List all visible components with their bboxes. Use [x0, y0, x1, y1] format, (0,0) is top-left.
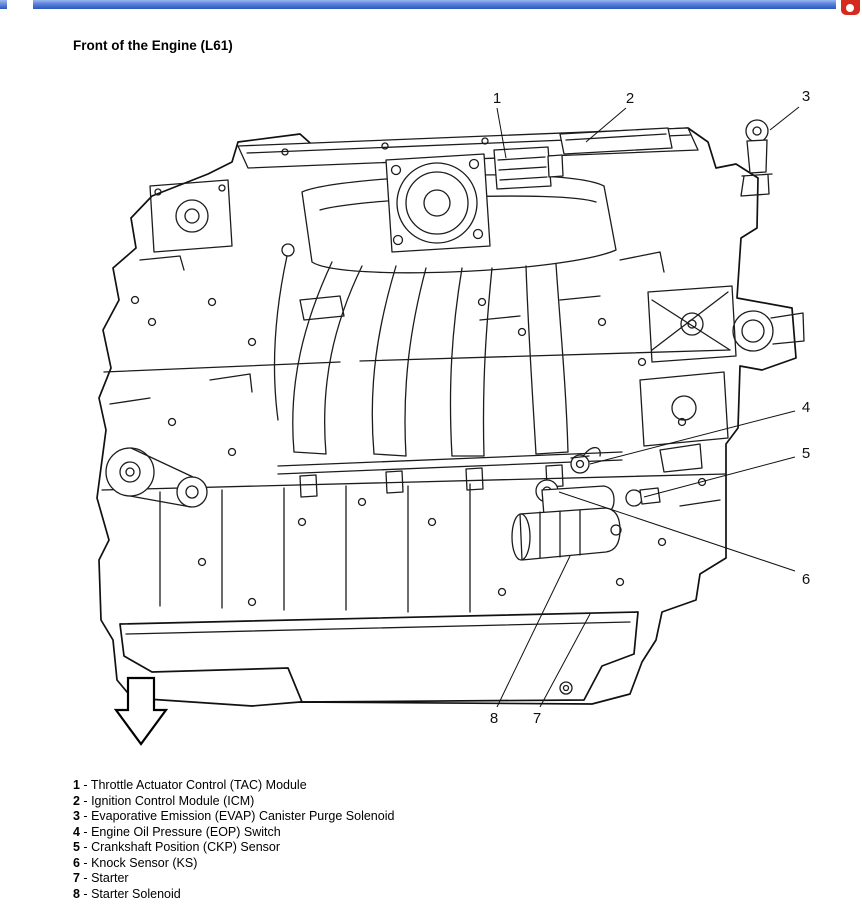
- fuel-rail: [277, 451, 623, 498]
- throttle-body: [385, 153, 491, 253]
- icm-module: [559, 127, 673, 155]
- tac-module: [493, 146, 564, 190]
- callout-5: 5: [802, 445, 810, 462]
- legend-item-number: 2: [73, 793, 80, 808]
- red-app-icon: [841, 0, 860, 15]
- legend-item-label: Evaporative Emission (EVAP) Canister Pur…: [91, 809, 395, 823]
- callout-leader-lines: [496, 106, 800, 708]
- legend-item-label: Throttle Actuator Control (TAC) Module: [90, 778, 307, 792]
- legend-item-5: 5 - Crankshaft Position (CKP) Sensor: [73, 840, 394, 856]
- callout-numbers: 1 2 3 4 5 6 7 8: [490, 88, 810, 727]
- coolant-outlet: [732, 310, 805, 352]
- legend-separator: -: [79, 855, 92, 870]
- legend-item-number: 1: [73, 778, 80, 792]
- red-app-icon-glyph: [846, 4, 854, 12]
- callout-8: 8: [490, 710, 498, 727]
- left-accessory: [149, 179, 295, 421]
- engine-block-outline: [96, 127, 797, 707]
- legend-item-label: Starter: [91, 871, 129, 885]
- front-direction-arrow-icon: [113, 676, 169, 746]
- legend-item-2: 2 - Ignition Control Module (ICM): [73, 794, 394, 810]
- accessory-bracket: [647, 285, 737, 363]
- legend-separator: -: [79, 809, 92, 823]
- legend-item-number: 5: [73, 840, 80, 854]
- legend-item-number: 3: [73, 809, 80, 823]
- legend-item-label: Engine Oil Pressure (EOP) Switch: [91, 824, 281, 839]
- legend-item-8: 8 - Starter Solenoid: [73, 887, 394, 903]
- legend-separator: -: [79, 793, 92, 808]
- ckp-sensor: [625, 487, 661, 507]
- legend-item-4: 4 - Engine Oil Pressure (EOP) Switch: [73, 825, 394, 841]
- callout-6: 6: [802, 571, 810, 588]
- page-title: Front of the Engine (L61): [73, 38, 233, 53]
- legend-item-1: 1 - Throttle Actuator Control (TAC) Modu…: [73, 778, 394, 794]
- callout-1: 1: [493, 90, 501, 107]
- legend-item-label: Knock Sensor (KS): [91, 855, 198, 870]
- callout-3: 3: [802, 88, 810, 105]
- legend-item-7: 7 - Starter: [73, 871, 394, 887]
- legend-item-6: 6 - Knock Sensor (KS): [73, 856, 394, 872]
- eop-switch: [570, 446, 601, 474]
- legend-item-label: Ignition Control Module (ICM): [91, 793, 255, 808]
- intake-runners: [292, 261, 569, 457]
- legend-separator: -: [79, 886, 92, 901]
- callout-4: 4: [802, 399, 810, 416]
- legend: 1 - Throttle Actuator Control (TAC) Modu…: [73, 778, 394, 902]
- legend-item-3: 3 - Evaporative Emission (EVAP) Canister…: [73, 809, 394, 825]
- starter: [511, 485, 622, 561]
- crank-pulley: [105, 447, 208, 508]
- oil-pan: [119, 611, 639, 703]
- callout-7: 7: [533, 710, 541, 727]
- legend-item-number: 4: [73, 824, 80, 839]
- legend-item-number: 6: [73, 855, 80, 870]
- window-top-bar-notch: [0, 0, 7, 9]
- legend-item-label: Starter Solenoid: [91, 886, 181, 901]
- legend-separator: -: [79, 871, 92, 885]
- legend-item-label: Crankshaft Position (CKP) Sensor: [91, 840, 281, 854]
- legend-separator: -: [79, 840, 92, 854]
- window-top-bar: [33, 0, 836, 9]
- callout-2: 2: [626, 90, 634, 107]
- legend-separator: -: [79, 778, 91, 792]
- evap-purge-solenoid: [740, 119, 773, 197]
- legend-item-number: 7: [73, 871, 80, 885]
- legend-separator: -: [79, 824, 92, 839]
- bolt-details: [130, 295, 707, 607]
- legend-item-number: 8: [73, 886, 80, 901]
